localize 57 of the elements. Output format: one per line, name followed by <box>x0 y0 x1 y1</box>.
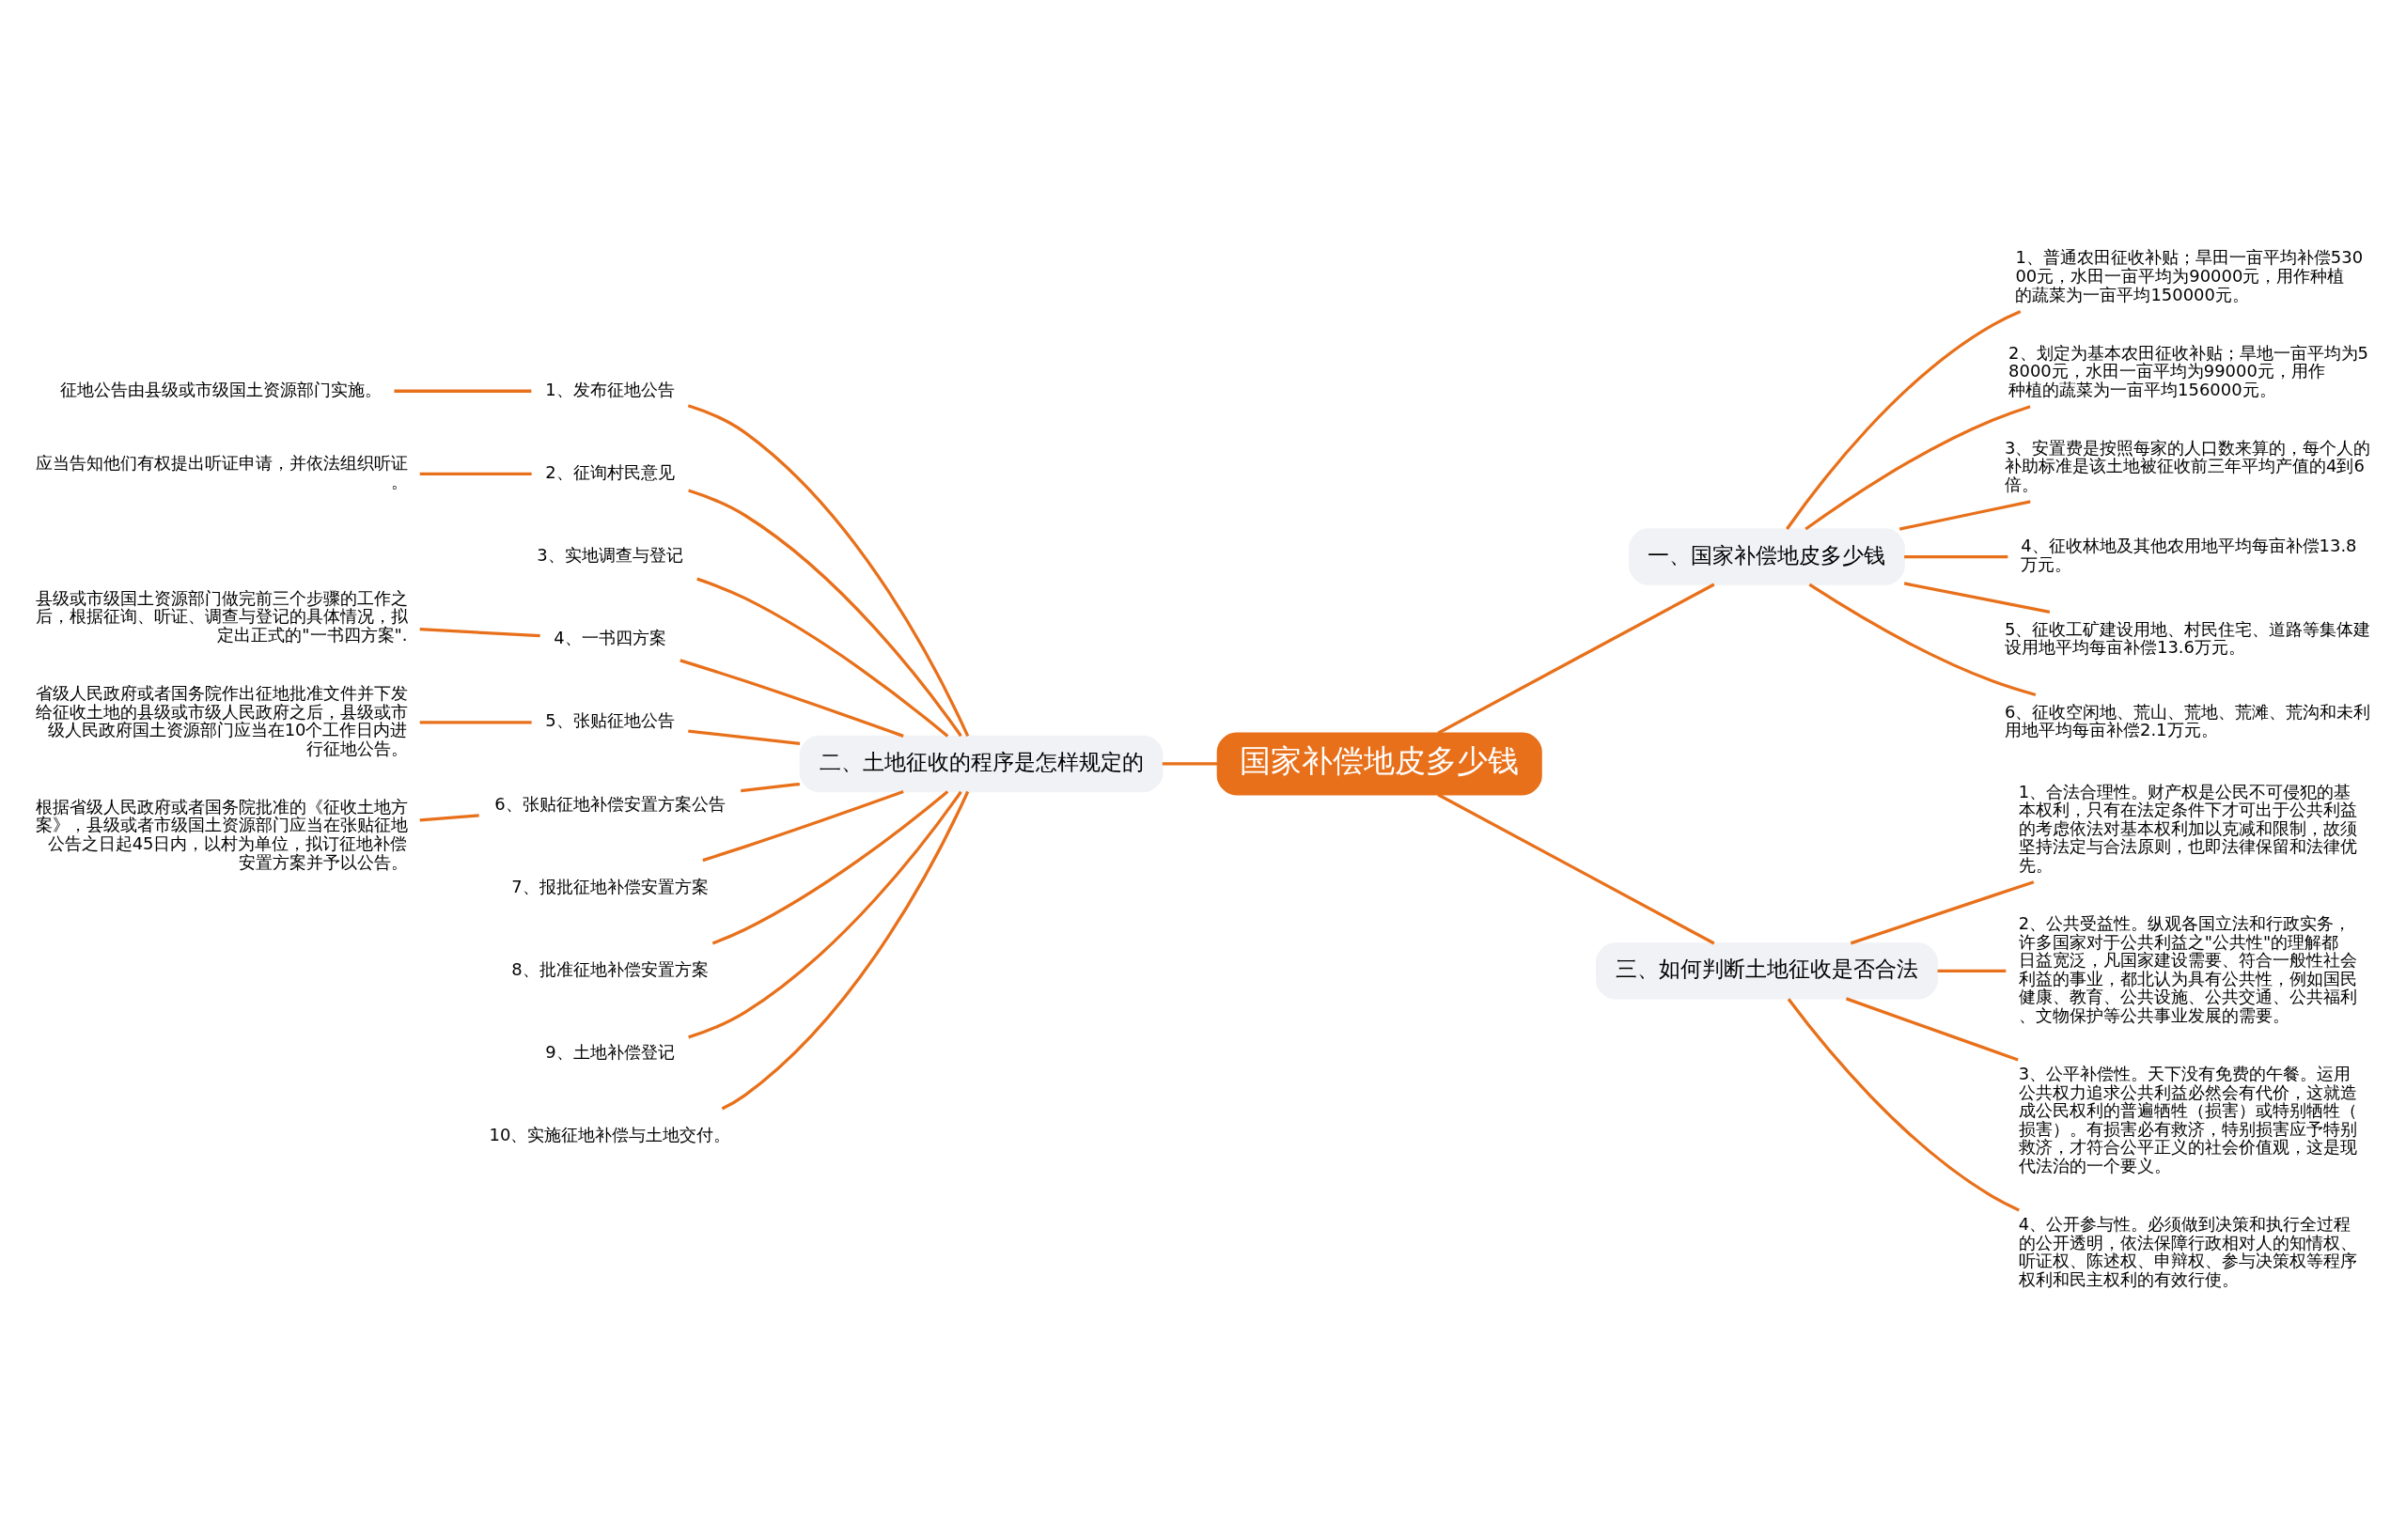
connector <box>1437 793 1715 945</box>
connector <box>741 782 801 793</box>
connector <box>688 489 962 738</box>
node-text: 3、实地调查与登记 <box>537 545 683 566</box>
node-box: 三、如何判断土地征收是否合法 <box>1595 942 1938 1000</box>
node-text: 7、报批征地补偿安置方案 <box>511 876 709 896</box>
node-text: 9、土地补偿登记 <box>545 1042 675 1063</box>
connector <box>1787 998 2020 1212</box>
node-text: 2、划定为基本农田征收补贴；旱地一亩平均为58000元，水田一亩平均为99000元，用作种植的蔬菜为一亩平均156000元。 <box>2008 342 2368 399</box>
node-text: 县级或市级国土资源部门做完前三个步骤的工作之后，根据征询、听证、调查与登记的具体情况，拟定出正式的"一书四方案". <box>35 587 408 646</box>
connector <box>394 389 532 393</box>
node-text: 4、公开参与性。必须做到决策和执行全过程的公开透明，依法保障行政相对人的知情权、听证权、陈述权、申辩权、参与决策权等程序权利和民主权利的有效行使。 <box>2018 1213 2357 1289</box>
connector <box>1437 583 1715 735</box>
node-text: 征地公告由县级或市级国土资源部门实施。 <box>59 379 382 399</box>
node-text: 应当告知他们有权提出听证申请，并依法组织听证。 <box>35 453 408 491</box>
connector <box>1162 762 1218 766</box>
node-box: 国家补偿地皮多少钱 <box>1216 732 1542 796</box>
connector <box>1903 582 2051 614</box>
connector <box>1904 554 2008 559</box>
connector <box>1804 405 2031 531</box>
connector <box>419 721 532 724</box>
node-text: 根据省级人民政府或者国务院批准的《征收土地方案》，县级或者市级国土资源部门应当在张贴征地公告之日起45日内，以村为单位，拟订征地补偿安置方案并予以公告。 <box>35 796 408 872</box>
node-text: 2、公共受益性。纵观各国立法和行政实务，许多国家对于公共利益之"公共性"的理解都日益宽泛，凡国家建设需要、符合一般性社会利益的事业，都北认为具有公共性，例如国民健康、教育、公共设施、公共交通、公共福利、文物保护等公共事业发展的需要。 <box>2018 912 2357 1025</box>
node-box: 一、国家补偿地皮多少钱 <box>1629 528 1905 585</box>
node-text: 3、安置费是按照每家的人口数来算的，每个人的补助标准是该土地被征收前三年平均产值的4到6倍。 <box>2005 437 2371 495</box>
node-text: 8、批准征地补偿安置方案 <box>511 958 709 979</box>
node-text: 1、普通农田征收补贴；旱田一亩平均补偿53000元，水田一亩平均为90000元，用作种植的蔬菜为一亩平均150000元。 <box>2015 247 2364 304</box>
connector <box>721 790 970 1111</box>
connector <box>419 628 540 638</box>
connector <box>702 790 904 863</box>
connector <box>1786 310 2022 530</box>
node-text: 4、一书四方案 <box>554 628 666 648</box>
node-text: 4、征收林地及其他农用地平均每亩补偿13.8万元。 <box>2021 536 2357 574</box>
connector <box>696 577 949 738</box>
node-text: 6、征收空闲地、荒山、荒地、荒滩、荒沟和未利用地平均每亩补偿2.1万元。 <box>2005 701 2371 740</box>
connector <box>688 729 801 746</box>
connector <box>1845 997 2019 1062</box>
node-text: 2、征询村民意见 <box>545 461 675 482</box>
node-text: 1、发布征地公告 <box>545 379 675 399</box>
connector <box>687 404 970 738</box>
node-text: 6、张贴征地补偿安置方案公告 <box>494 793 726 814</box>
node-text: 5、张贴征地公告 <box>545 710 675 731</box>
node-text: 3、公平补偿性。天下没有免费的午餐。运用公共权力追求公共利益必然会有代价，这就造成公民权利的普遍牺牲（损害）或特别牺牲（损害）。有损害必有救济，特别损害应予特别救济，才符合公平正义的社会价值观，这是现代法治的一个要义。 <box>2018 1063 2357 1175</box>
connector <box>1937 969 2007 972</box>
connector <box>711 790 949 945</box>
node-text: 5、征收工矿建设用地、村民住宅、道路等集体建设用地平均每亩补偿13.6万元。 <box>2005 618 2371 658</box>
connector <box>1850 880 2035 945</box>
node-text: 1、合法合理性。财产权是公民不可侵犯的基本权利，只有在法定条件下才可出于公共利益的考虑依法对基本权利加以克减和限制，故须坚持法定与合法原则，也即法律保留和法律优先。 <box>2018 781 2357 875</box>
connector <box>419 814 479 822</box>
connector <box>1898 500 2031 531</box>
node-box: 二、土地征收的程序是怎样规定的 <box>799 735 1164 793</box>
connector <box>688 790 962 1039</box>
node-text: 10、实施征地补偿与土地交付。 <box>489 1125 731 1145</box>
node-text: 省级人民政府或者国务院作出征地批准文件并下发给征收土地的县级或市级人民政府之后，县级或市级人民政府国土资源部门应当在10个工作日内进行征地公告。 <box>35 683 408 758</box>
connector <box>680 659 904 738</box>
connector <box>1808 583 2037 697</box>
connector <box>419 472 532 476</box>
